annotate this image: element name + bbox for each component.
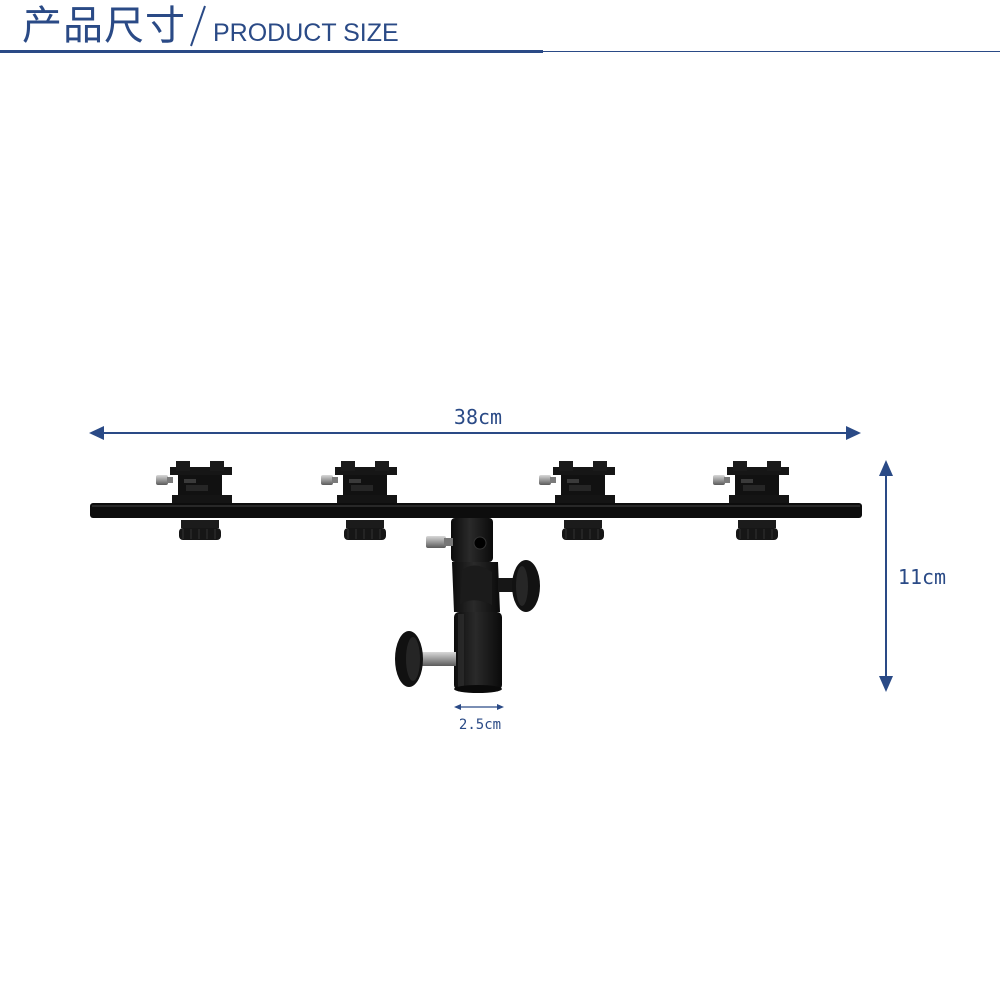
- flash-bracket-image: [90, 460, 862, 693]
- header-underline-thin: [543, 51, 1000, 52]
- hot-shoe-mount-1: [155, 460, 233, 541]
- hot-shoe-mount-4: [712, 460, 790, 541]
- page-title-en: PRODUCT SIZE: [213, 19, 399, 47]
- title-divider-slash: [190, 5, 206, 47]
- height-dimension-label: 11cm: [898, 565, 946, 589]
- mount-dimension-arrow: [454, 704, 504, 710]
- hot-shoe-mount-2: [320, 460, 398, 541]
- height-dimension-arrow: [879, 460, 893, 692]
- hot-shoe-mount-3: [538, 460, 616, 541]
- width-dimension-arrow: [89, 426, 861, 440]
- header: 产品尺寸 PRODUCT SIZE: [0, 0, 1000, 60]
- header-underline-thick: [0, 50, 543, 53]
- mount-dimension-label: 2.5cm: [459, 717, 501, 733]
- width-dimension-label: 38cm: [454, 405, 502, 429]
- page-title-cn: 产品尺寸: [22, 3, 186, 49]
